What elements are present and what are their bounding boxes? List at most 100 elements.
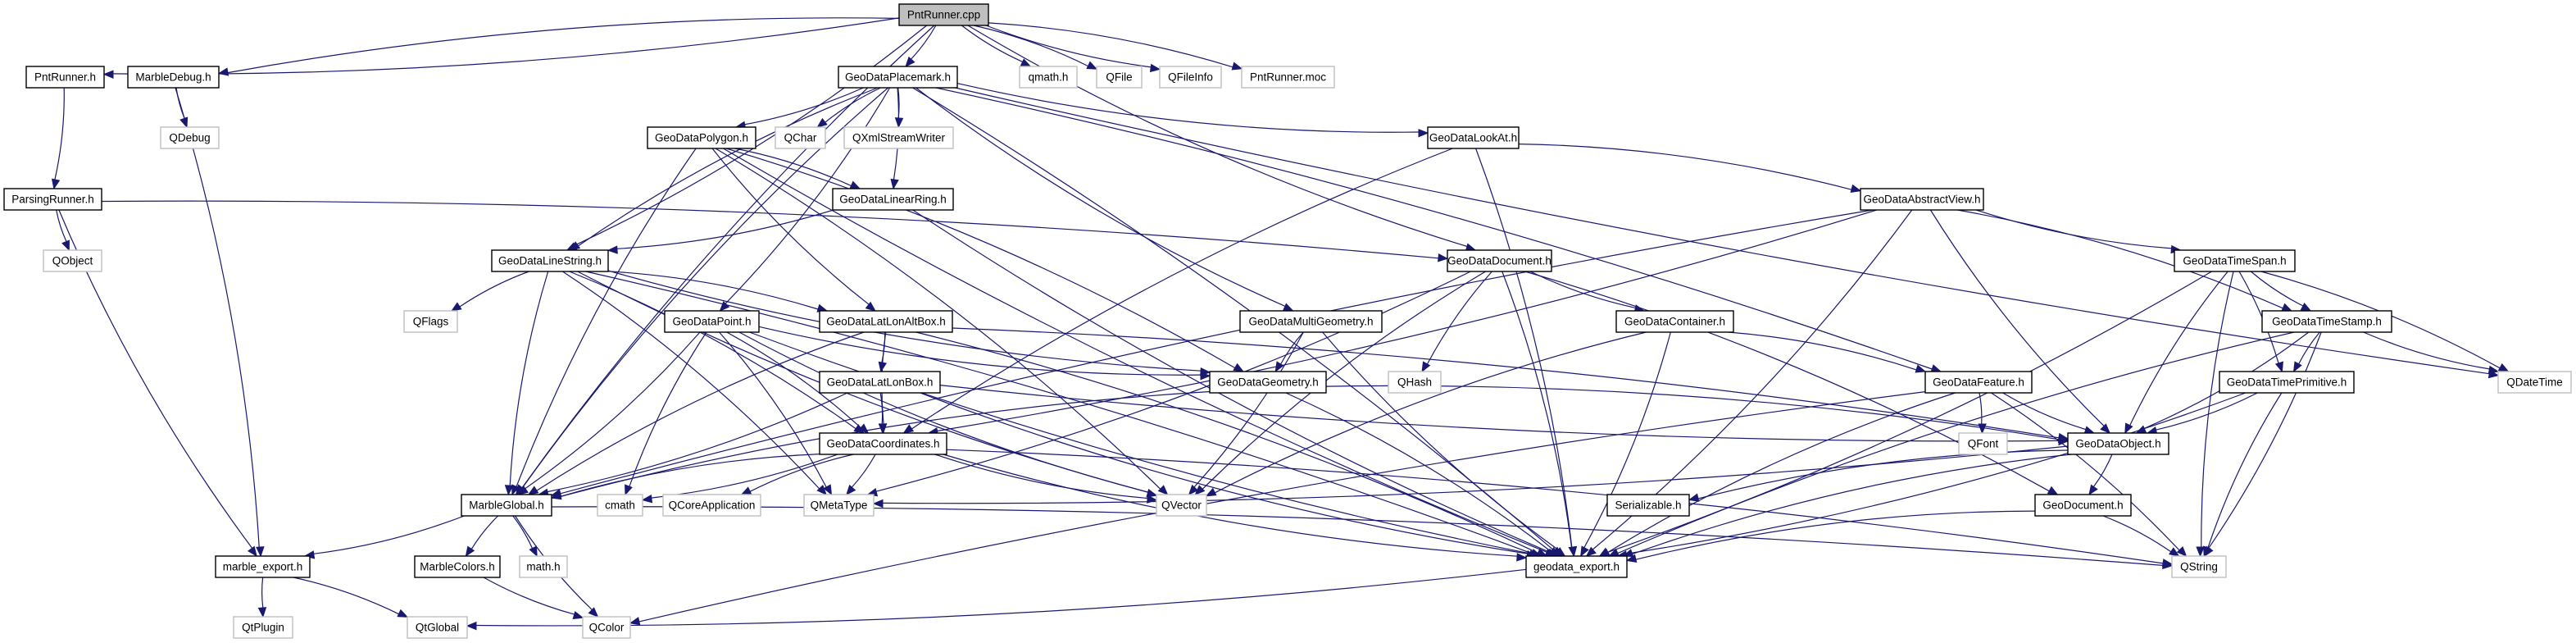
- node-geodataplacemark-h[interactable]: GeoDataPlacemark.h: [838, 66, 958, 89]
- node-box: [2171, 555, 2227, 578]
- edge-parsingrunner-h-to-geodatadocument-h: [101, 200, 1439, 259]
- arrowhead-icon: [517, 486, 529, 495]
- node-label: GeoDataPolygon.h: [655, 132, 748, 144]
- node-box[interactable]: [2219, 371, 2355, 394]
- node-box[interactable]: [898, 3, 989, 26]
- arrowhead-icon: [2124, 422, 2133, 435]
- node-geodatacoordinates-h[interactable]: GeoDataCoordinates.h: [819, 432, 947, 455]
- arrowhead-icon: [740, 486, 752, 495]
- arrowhead-icon: [872, 499, 884, 508]
- node-box[interactable]: [1924, 371, 2033, 394]
- node-marbleglobal-h[interactable]: MarbleGlobal.h: [461, 494, 552, 517]
- node-box[interactable]: [414, 555, 501, 578]
- arrowhead-icon: [2088, 484, 2098, 496]
- node-geodatadocument-h[interactable]: GeoDataDocument.h: [1447, 249, 1552, 272]
- arrowhead-icon: [257, 607, 267, 618]
- arrowhead-icon: [1205, 487, 1217, 497]
- node-geodatamultigeometry-h[interactable]: GeoDataMultiGeometry.h: [1239, 310, 1383, 333]
- node-box[interactable]: [2067, 432, 2169, 455]
- node-geodatatimeprimitive-h[interactable]: GeoDataTimePrimitive.h: [2219, 371, 2355, 394]
- edge-geodatadocument-h-to-qmetatype: [875, 271, 1471, 492]
- edge-geodatadocument-h-to-qvector: [1202, 271, 1486, 490]
- edge-pntrunner-cpp-to-qmath-h: [961, 25, 1023, 62]
- node-geodatapoint-h[interactable]: GeoDataPoint.h: [664, 310, 760, 333]
- node-label: GeoDataTimeStamp.h: [2272, 316, 2382, 328]
- arrowhead-icon: [2497, 363, 2510, 372]
- node-box[interactable]: [664, 310, 760, 333]
- node-box[interactable]: [1239, 310, 1383, 333]
- node-serializable-h[interactable]: Serializable.h: [1606, 494, 1690, 517]
- node-geodatalinestring-h[interactable]: GeoDataLineString.h: [491, 249, 609, 272]
- node-pntrunner-cpp[interactable]: PntRunner.cpp: [898, 3, 989, 26]
- edge-geodatalinearring-h-to-geodata-export-h: [912, 209, 1549, 553]
- node-box[interactable]: [1615, 310, 1734, 333]
- node-box[interactable]: [1606, 494, 1690, 517]
- node-geodatapolygon-h[interactable]: GeoDataPolygon.h: [647, 126, 756, 149]
- node-label: GeoDataDocument.h: [1447, 255, 1552, 267]
- node-box[interactable]: [838, 66, 958, 89]
- node-label: marble_export.h: [223, 561, 303, 573]
- node-box[interactable]: [491, 249, 609, 272]
- node-box[interactable]: [1209, 371, 1327, 394]
- edge-geodatapoint-h-to-geodatageometry-h: [758, 326, 1202, 376]
- edge-geodatatimespan-h-to-geodataobject-h: [2129, 271, 2228, 426]
- node-geodatatimestamp-h[interactable]: GeoDataTimeStamp.h: [2261, 310, 2392, 333]
- node-label: QMetaType: [811, 499, 868, 512]
- arrowhead-icon: [2196, 546, 2205, 558]
- node-box[interactable]: [819, 432, 947, 455]
- edge-geodatapolygon-h-to-geodatalatlonaltbox-h: [711, 148, 870, 305]
- node-geodatalookat-h[interactable]: GeoDataLookAt.h: [1427, 126, 1520, 149]
- node-label: QCoreApplication: [669, 499, 756, 512]
- node-box[interactable]: [127, 66, 220, 89]
- node-marbledebug-h[interactable]: MarbleDebug.h: [127, 66, 220, 89]
- node-box: [1156, 494, 1207, 517]
- node-marblecolors-h[interactable]: MarbleColors.h: [414, 555, 501, 578]
- node-box[interactable]: [819, 371, 941, 394]
- edge-geodatageometry-h-to-marbleglobal-h: [560, 390, 1211, 497]
- edge-geodatacoordinates-h-to-qvector: [934, 454, 1148, 499]
- node-label: geodata_export.h: [1533, 561, 1620, 573]
- edge-marbleglobal-h-to-marble-export-h: [313, 515, 465, 554]
- node-parsingrunner-h[interactable]: ParsingRunner.h: [3, 188, 102, 211]
- node-label: GeoDataObject.h: [2075, 438, 2160, 450]
- node-box[interactable]: [461, 494, 552, 517]
- node-box[interactable]: [647, 126, 756, 149]
- edge-geodatalatlonaltbox-h-to-geodataobject-h: [952, 327, 2060, 439]
- node-box[interactable]: [1447, 249, 1552, 272]
- node-geodatalatlonaltbox-h[interactable]: GeoDataLatLonAltBox.h: [819, 310, 953, 333]
- node-pntrunner-h[interactable]: PntRunner.h: [25, 66, 105, 89]
- edge-marblecolors-h-to-qcolor: [483, 577, 575, 615]
- node-box[interactable]: [2034, 494, 2132, 517]
- node-box[interactable]: [1860, 188, 1984, 211]
- node-geodatalinearring-h[interactable]: GeoDataLinearRing.h: [832, 188, 954, 211]
- edge-geodataobject-h-to-geodocument-h: [2092, 454, 2113, 487]
- node-box[interactable]: [25, 66, 105, 89]
- arrowhead-icon: [1850, 184, 1862, 194]
- node-geodataabstractview-h[interactable]: GeoDataAbstractView.h: [1860, 188, 1984, 211]
- edge-geodataplacemark-h-to-geodatapolygon-h: [744, 87, 864, 125]
- arrowhead-icon: [1598, 547, 1611, 557]
- node-geodatafeature-h[interactable]: GeoDataFeature.h: [1924, 371, 2033, 394]
- node-geodata-export-h[interactable]: geodata_export.h: [1525, 555, 1628, 578]
- node-box[interactable]: [2261, 310, 2392, 333]
- edge-parsingrunner-h-to-qobject: [56, 209, 67, 242]
- node-geodatalatlonbox-h[interactable]: GeoDataLatLonBox.h: [819, 371, 941, 394]
- node-box[interactable]: [1525, 555, 1628, 578]
- node-marble-export-h[interactable]: marble_export.h: [215, 555, 311, 578]
- node-label: GeoDataLatLonBox.h: [827, 376, 934, 389]
- node-box[interactable]: [1427, 126, 1520, 149]
- node-qchar: QChar: [775, 126, 826, 149]
- node-geodatacontainer-h[interactable]: GeoDataContainer.h: [1615, 310, 1734, 333]
- node-geodataobject-h[interactable]: GeoDataObject.h: [2067, 432, 2169, 455]
- node-geodatatimespan-h[interactable]: GeoDataTimeSpan.h: [2174, 249, 2296, 272]
- node-box[interactable]: [832, 188, 954, 211]
- node-box[interactable]: [215, 555, 311, 578]
- node-box[interactable]: [3, 188, 102, 211]
- edge-geodocument-h-to-qstring: [2102, 515, 2172, 553]
- node-geodatageometry-h[interactable]: GeoDataGeometry.h: [1209, 371, 1327, 394]
- arrowhead-icon: [569, 241, 581, 251]
- node-geodocument-h[interactable]: GeoDocument.h: [2034, 494, 2132, 517]
- node-box[interactable]: [2174, 249, 2296, 272]
- node-box[interactable]: [819, 310, 953, 333]
